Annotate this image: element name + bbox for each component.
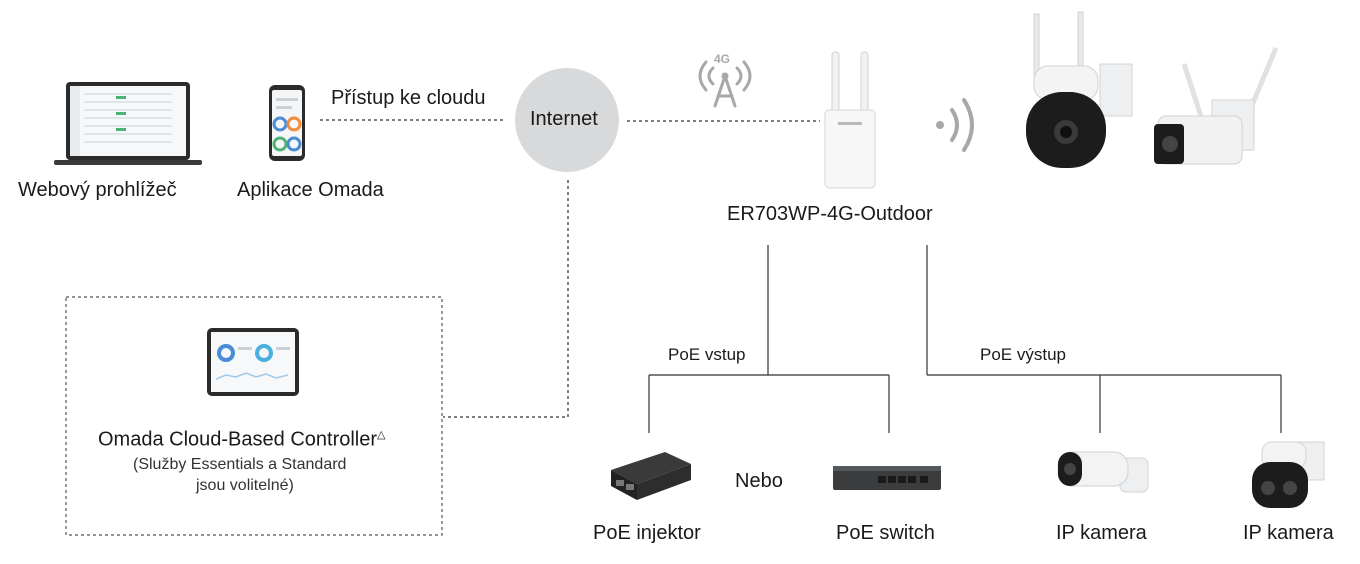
- laptop-icon: [54, 82, 202, 165]
- cloud-controller-mark: △: [377, 429, 386, 441]
- cloud-controller-title: Omada Cloud-Based Controller△: [98, 428, 386, 452]
- poe-switch-icon: [833, 466, 941, 490]
- poe-injector-icon: [611, 452, 691, 500]
- services-line-1: (Služby Essentials a Standard: [133, 456, 347, 473]
- 4g-label: 4G: [714, 52, 731, 66]
- outdoor-router-icon: [824, 51, 876, 189]
- omada-app-label: Aplikace Omada: [237, 179, 384, 201]
- bullet-camera-icon: [1154, 47, 1279, 165]
- ip-camera-bullet-icon: [1057, 451, 1149, 493]
- internet-label: Internet: [530, 108, 598, 130]
- internet-cloud: [515, 68, 619, 172]
- poe-in-label: PoE vstup: [668, 345, 746, 364]
- ptz-camera-icon: [1026, 11, 1133, 168]
- ip-camera-2-label: IP kamera: [1243, 522, 1334, 544]
- ip-camera-dual-icon: [1252, 441, 1325, 508]
- router-label: ER703WP-4G-Outdoor: [727, 203, 933, 225]
- cloud-controller-box: [65, 296, 443, 536]
- wifi-signal-icon: [936, 98, 974, 152]
- cloud-access-label: Přístup ke cloudu: [331, 87, 486, 109]
- services-line-2: jsou volitelné): [196, 477, 294, 494]
- internet-controller-link: [443, 180, 569, 418]
- or-label: Nebo: [735, 470, 783, 492]
- web-browser-label: Webový prohlížeč: [18, 179, 177, 201]
- phone-icon: [269, 85, 305, 161]
- poe-out-label: PoE výstup: [980, 345, 1066, 364]
- poe-switch-label: PoE switch: [836, 522, 935, 544]
- cloud-controller-name: Omada Cloud-Based Controller: [98, 428, 378, 451]
- poe-injector-label: PoE injektor: [593, 522, 701, 544]
- cell-tower-icon: [698, 60, 752, 108]
- tablet-icon: [207, 328, 299, 396]
- ip-camera-1-label: IP kamera: [1056, 522, 1147, 544]
